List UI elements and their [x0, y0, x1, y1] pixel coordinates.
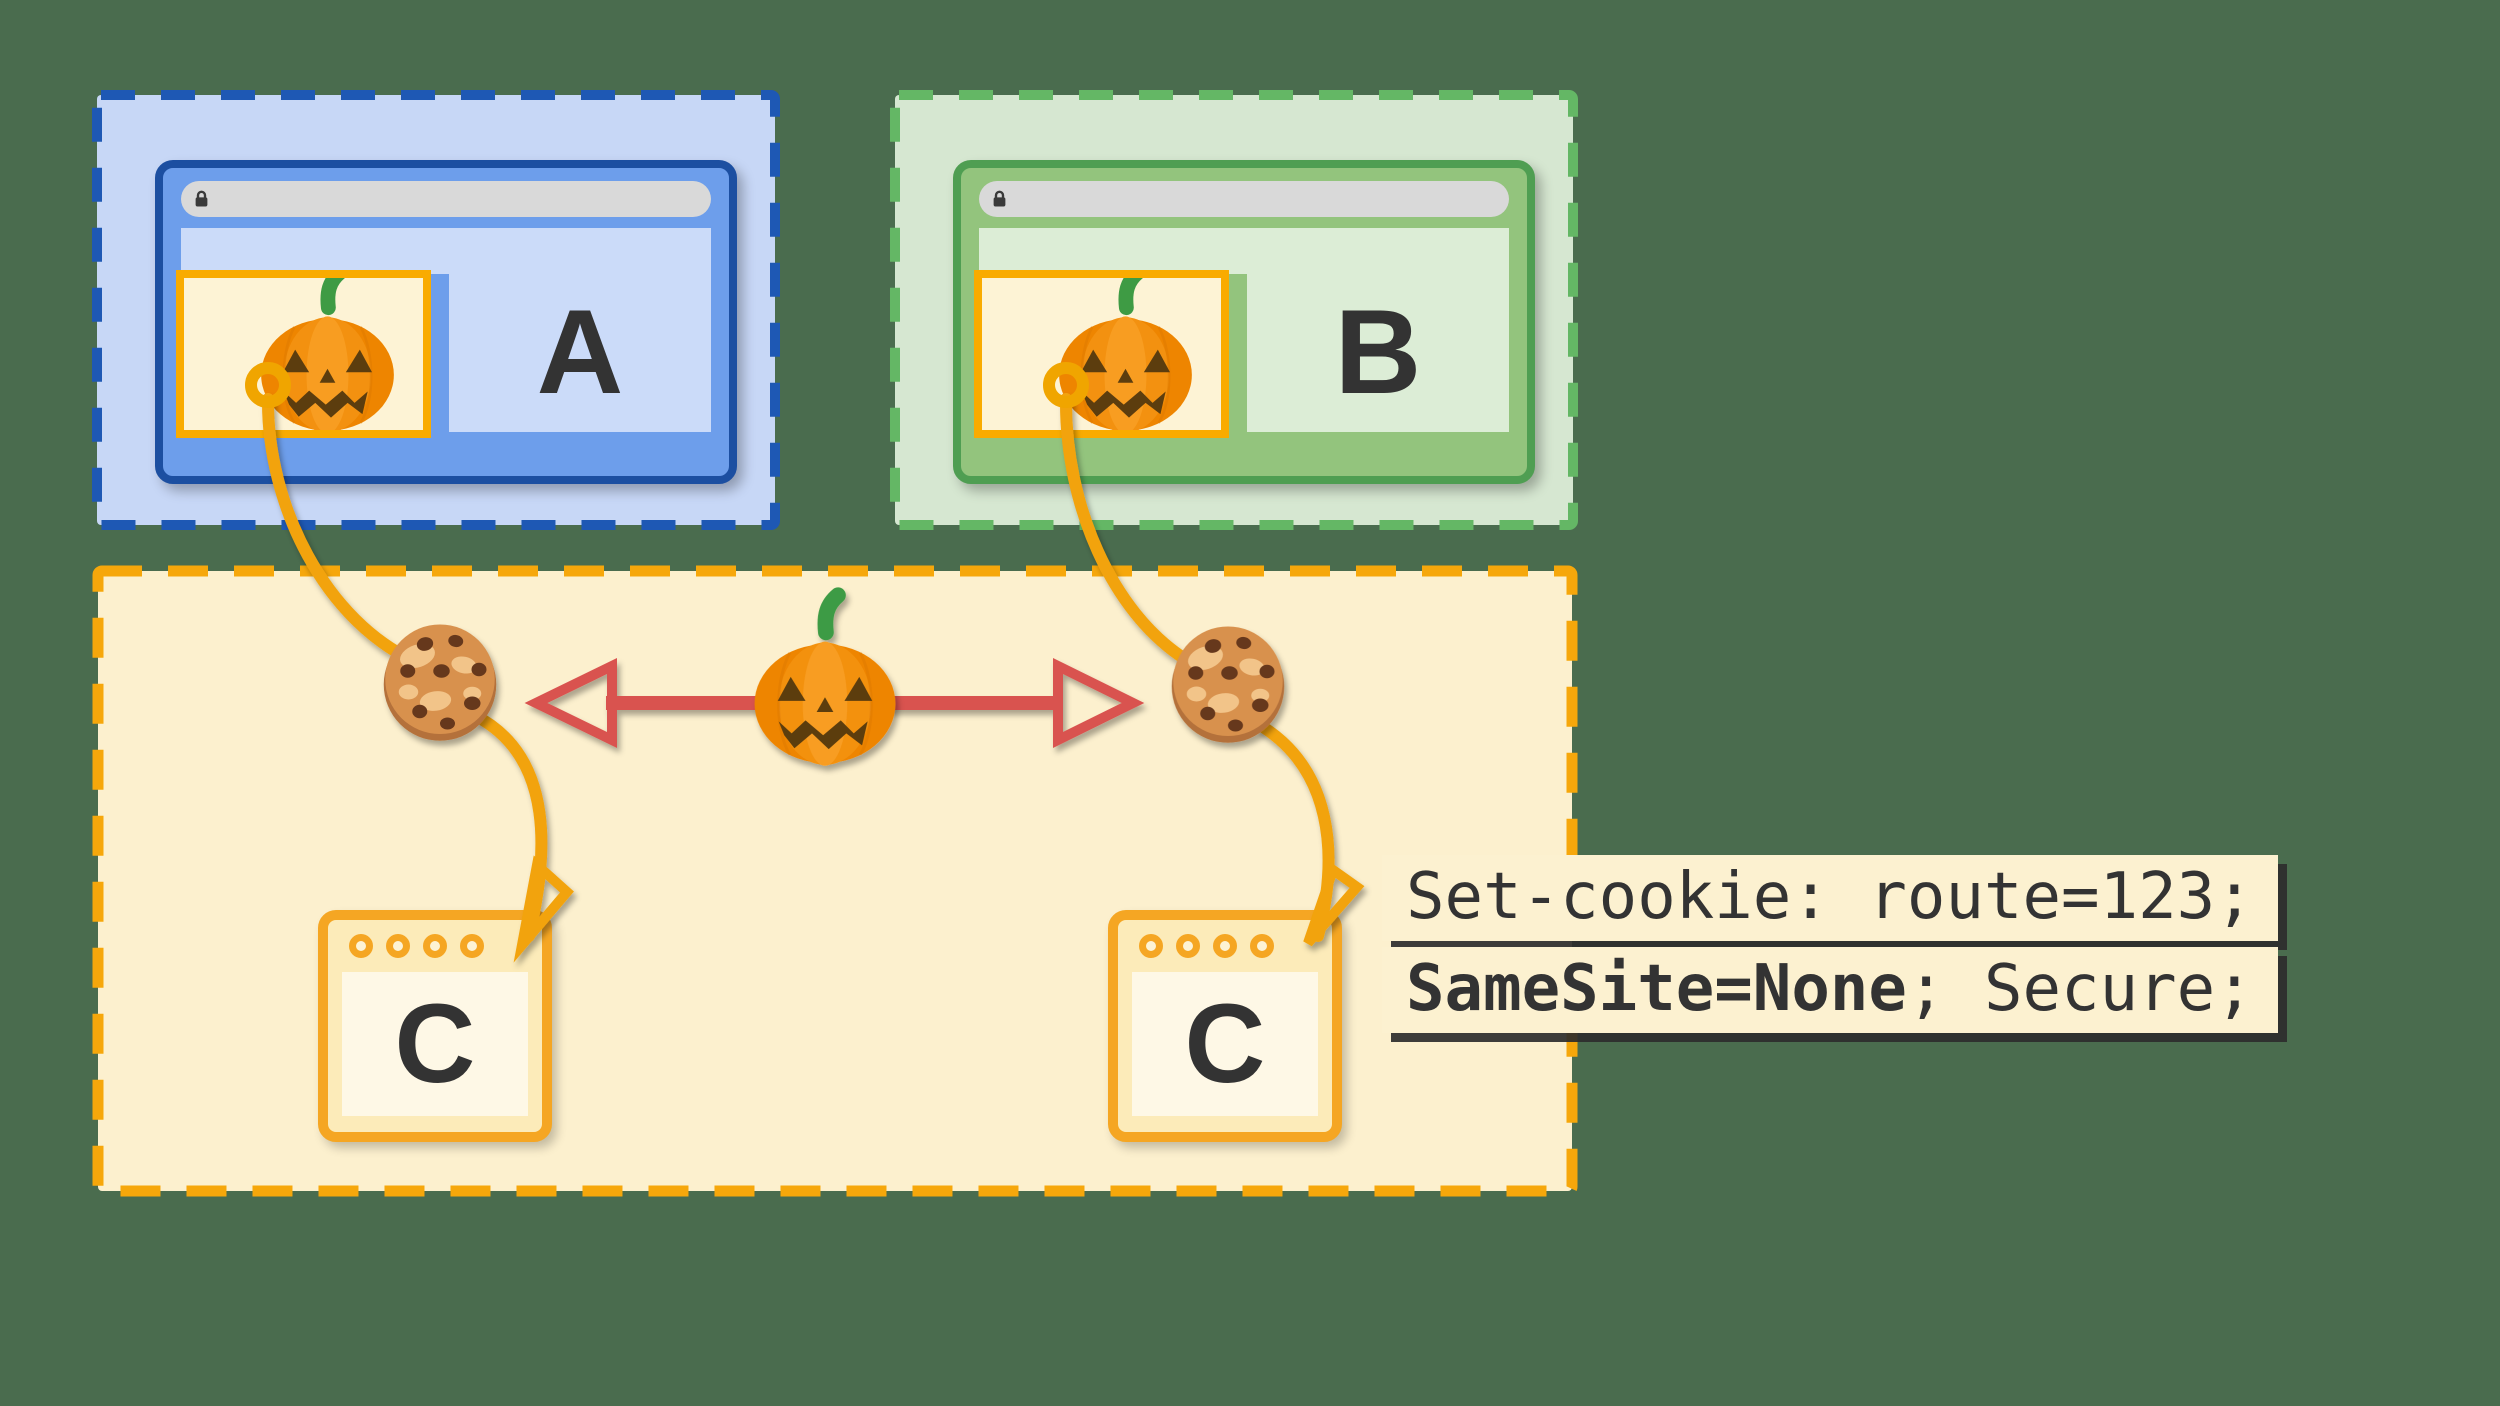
cookie-flow-connectors: [261, 393, 1365, 963]
window-body: C: [342, 972, 528, 1116]
embedded-third-party-iframe: [176, 270, 431, 438]
window-dot: [1139, 934, 1163, 958]
page-header-placeholder: [181, 228, 711, 274]
page-header-placeholder: [979, 228, 1509, 274]
window-dot: [423, 934, 447, 958]
site-a-label: A: [536, 285, 624, 419]
window-dot: [1250, 934, 1274, 958]
samesite-none-emphasis: SameSite=None: [1406, 952, 1907, 1026]
arrowhead-down-icon: [1303, 862, 1365, 947]
window-body: C: [1132, 972, 1318, 1116]
set-cookie-header-line-1: Set-cookie: route=123;: [1382, 855, 2278, 941]
site-content-panel: B: [1247, 272, 1509, 432]
window-dot: [1213, 934, 1237, 958]
third-party-window-2: C: [1108, 910, 1342, 1142]
code-text: Set-cookie: route=123;: [1406, 860, 2254, 934]
window-dot: [1176, 934, 1200, 958]
third-party-label: C: [1184, 981, 1266, 1106]
jack-o-lantern-icon: [755, 595, 896, 766]
arrowhead-down-icon: [513, 855, 574, 963]
site-b-label: B: [1334, 285, 1422, 419]
arrowhead-right-icon: [1053, 657, 1145, 749]
third-party-window-1: C: [318, 910, 552, 1142]
site-content-panel: A: [449, 272, 711, 432]
connector-b-to-cookie: [1059, 393, 1191, 665]
ring-connector-icon: [1043, 362, 1089, 408]
connector-cookie-to-c1: [477, 714, 548, 942]
third-party-label: C: [394, 981, 476, 1106]
embedded-third-party-iframe: [974, 270, 1229, 438]
arrowhead-left-icon: [524, 658, 617, 748]
ring-connector-icon: [245, 362, 291, 408]
browser-window-site-b: B: [953, 160, 1535, 484]
window-dot: [386, 934, 410, 958]
address-bar: [979, 181, 1509, 217]
code-text: ; Secure;: [1906, 952, 2254, 1026]
window-dot: [460, 934, 484, 958]
set-cookie-header-line-2: SameSite=None; Secure;: [1382, 947, 2278, 1033]
window-dot: [349, 934, 373, 958]
connector-a-to-cookie: [261, 393, 424, 669]
cookie-icon: [1171, 626, 1285, 743]
address-bar: [181, 181, 711, 217]
browser-window-site-a: A: [155, 160, 737, 484]
cookie-icon: [383, 624, 497, 741]
